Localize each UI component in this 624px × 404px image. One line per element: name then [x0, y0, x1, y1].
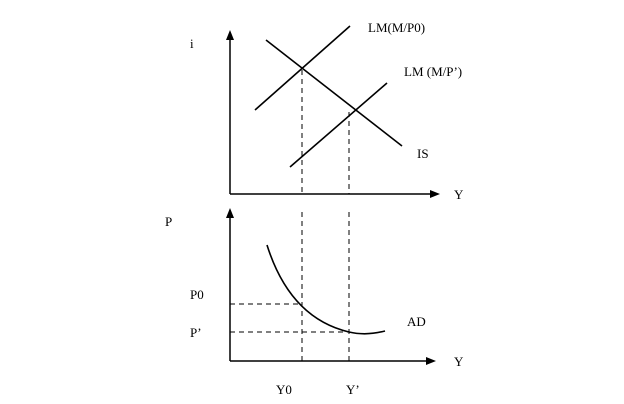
top-y-axis-arrow: [226, 30, 234, 40]
bottom-y-axis-label: P: [165, 214, 172, 229]
islm-panel: i Y LM(M/P0) LM (M/P’) IS: [190, 20, 464, 202]
p0-label: P0: [190, 287, 204, 302]
top-x-axis-label: Y: [454, 187, 464, 202]
p1-label: P’: [190, 325, 202, 340]
y0-label: Y0: [276, 382, 292, 397]
bottom-x-axis-label: Y: [454, 354, 464, 369]
y1-label: Y’: [346, 382, 360, 397]
top-y-axis-label: i: [190, 36, 194, 51]
ad-panel: P Y AD P0 P’ Y0 Y’: [165, 208, 464, 397]
lm0-label: LM(M/P0): [368, 20, 425, 35]
bottom-x-axis-arrow: [426, 357, 436, 365]
is-curve: [265, 39, 403, 147]
is-label: IS: [417, 146, 429, 161]
bottom-y-axis-arrow: [226, 208, 234, 218]
ad-label: AD: [407, 314, 426, 329]
top-x-axis-arrow: [430, 190, 440, 198]
ad-curve: [266, 244, 386, 335]
lm1-label: LM (M/P’): [404, 64, 462, 79]
lm1-curve: [289, 82, 388, 168]
